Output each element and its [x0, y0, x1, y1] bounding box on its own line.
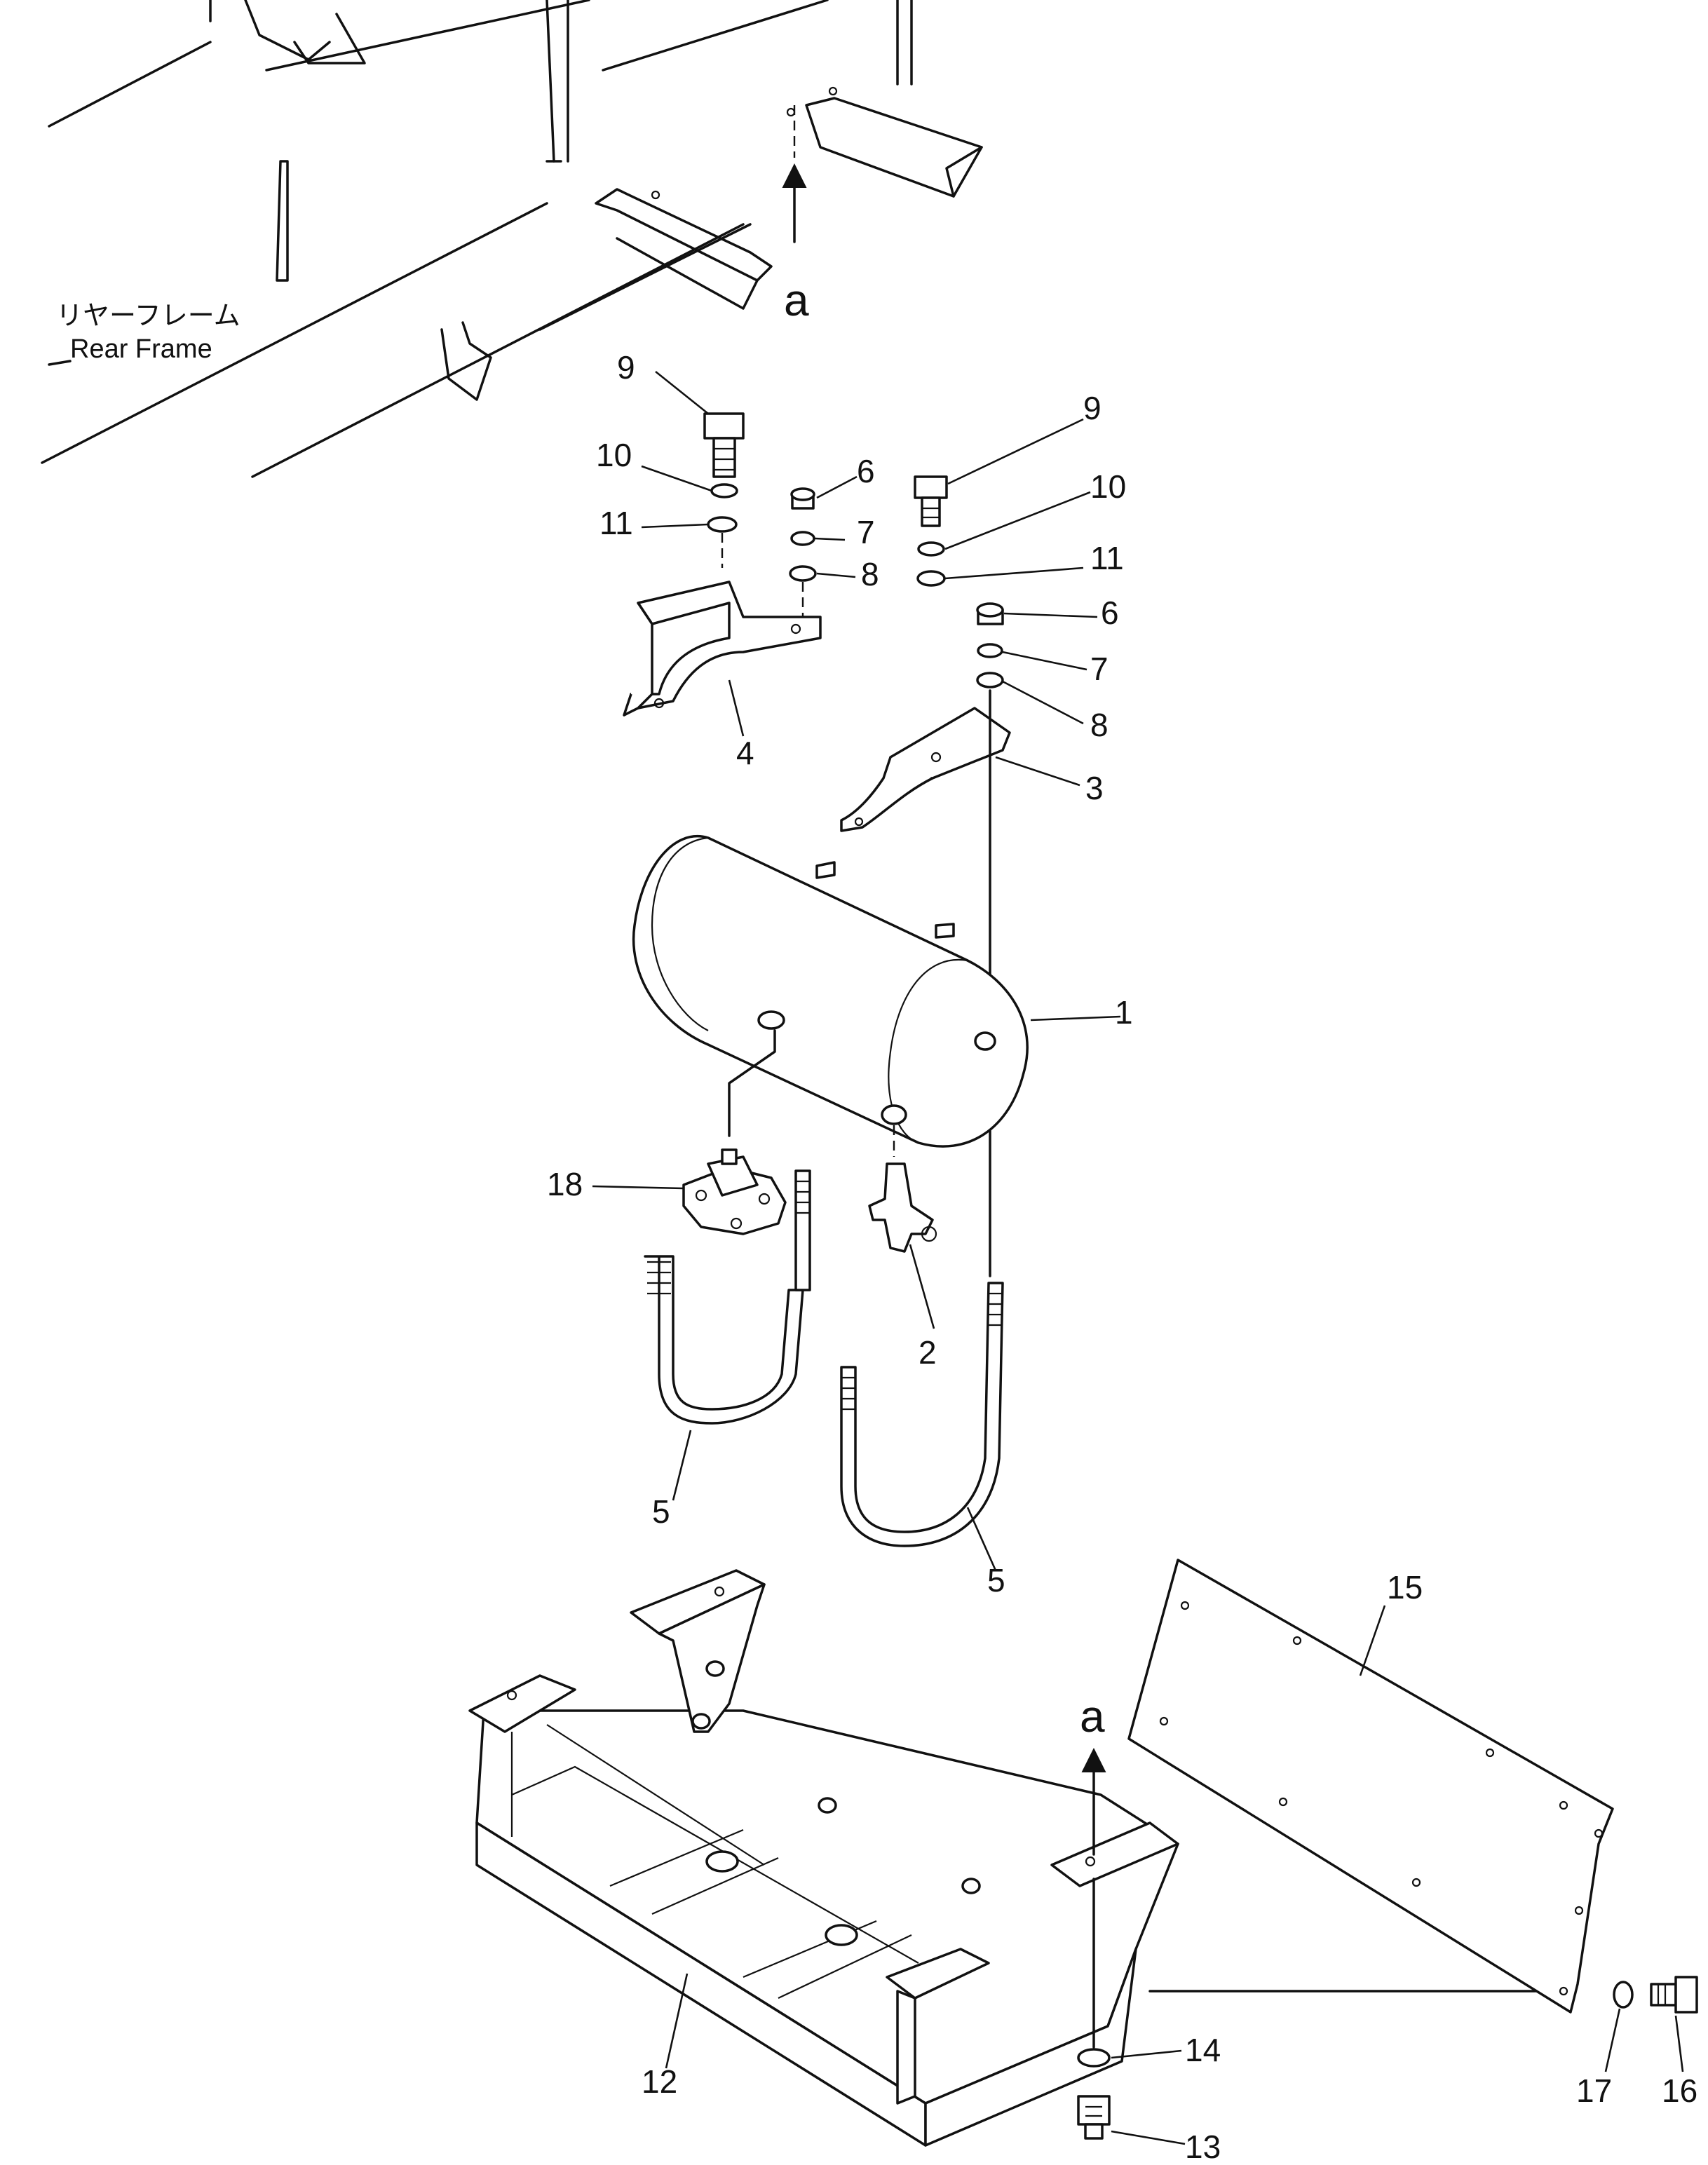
reference-arrow-top: a	[782, 105, 809, 325]
callout-11-left: 11	[599, 505, 633, 541]
callout-6-left: 6	[857, 453, 875, 489]
callout-numbers: 9 9 10 10 11 11 6 6 7 7 8 8 4 3 1 18 2 5…	[547, 349, 1697, 2165]
bolt-16	[1650, 1976, 1698, 2014]
callout-5-left: 5	[652, 1493, 670, 1530]
callout-1: 1	[1115, 994, 1133, 1031]
air-tank	[632, 835, 1029, 1148]
u-bolt-left	[644, 1169, 811, 1425]
reference-mark-bottom: a	[1080, 1691, 1105, 1742]
callout-11-right: 11	[1090, 540, 1124, 576]
callout-14: 14	[1185, 2032, 1221, 2068]
leader-lines	[592, 370, 1684, 2145]
washer-8-left	[789, 565, 817, 582]
callout-5-right: 5	[987, 1562, 1005, 1599]
rear-frame	[41, 0, 983, 478]
callout-7-left: 7	[857, 514, 875, 550]
washer-11-right	[916, 570, 946, 587]
lock-washer-10-left	[710, 483, 738, 498]
reference-arrow-bottom: a	[1080, 1691, 1106, 2049]
bolt-9-left	[703, 412, 745, 478]
callout-8-left: 8	[861, 556, 879, 592]
bolt-9-right	[914, 475, 948, 527]
callout-12: 12	[642, 2063, 677, 2100]
lock-washer-10-right	[917, 541, 945, 557]
bracket-left	[623, 581, 822, 717]
callout-10-right: 10	[1090, 468, 1126, 505]
washer-14	[1077, 2048, 1111, 2068]
callout-18: 18	[547, 1166, 583, 1202]
callout-7-right: 7	[1090, 651, 1109, 687]
washer-8-right	[976, 672, 1004, 688]
reference-mark-top: a	[784, 275, 809, 325]
lock-washer-7-right	[977, 643, 1003, 658]
nut-6-left	[790, 487, 815, 510]
callout-2: 2	[919, 1334, 937, 1371]
callout-10-left: 10	[596, 437, 632, 473]
nut-6-right	[976, 602, 1004, 625]
callout-8-right: 8	[1090, 707, 1109, 743]
rear-frame-label: リヤーフレーム Rear Frame	[48, 301, 240, 366]
lock-washer-7-left	[790, 531, 815, 546]
callout-13: 13	[1185, 2129, 1221, 2165]
callout-17: 17	[1576, 2072, 1612, 2109]
callout-16: 16	[1662, 2072, 1697, 2109]
u-bolt-right	[840, 1282, 1004, 1547]
drain-valve	[868, 1104, 937, 1253]
cover-plate	[1127, 1559, 1614, 2014]
callout-9-right: 9	[1083, 390, 1102, 426]
callout-3: 3	[1085, 770, 1104, 806]
frame-label-english: Rear Frame	[70, 334, 212, 364]
bracket-right	[840, 707, 1011, 832]
callout-6-right: 6	[1101, 595, 1119, 631]
tank-valve	[682, 1010, 787, 1235]
bolt-13	[1077, 2095, 1111, 2140]
washer-11-left	[707, 516, 738, 533]
callout-9-left: 9	[617, 349, 635, 386]
support-frame	[468, 1569, 1537, 2147]
frame-label-japanese: リヤーフレーム	[56, 301, 240, 331]
callout-15: 15	[1387, 1569, 1423, 1606]
callout-4: 4	[736, 735, 754, 771]
lock-washer-17	[1613, 1981, 1634, 2009]
